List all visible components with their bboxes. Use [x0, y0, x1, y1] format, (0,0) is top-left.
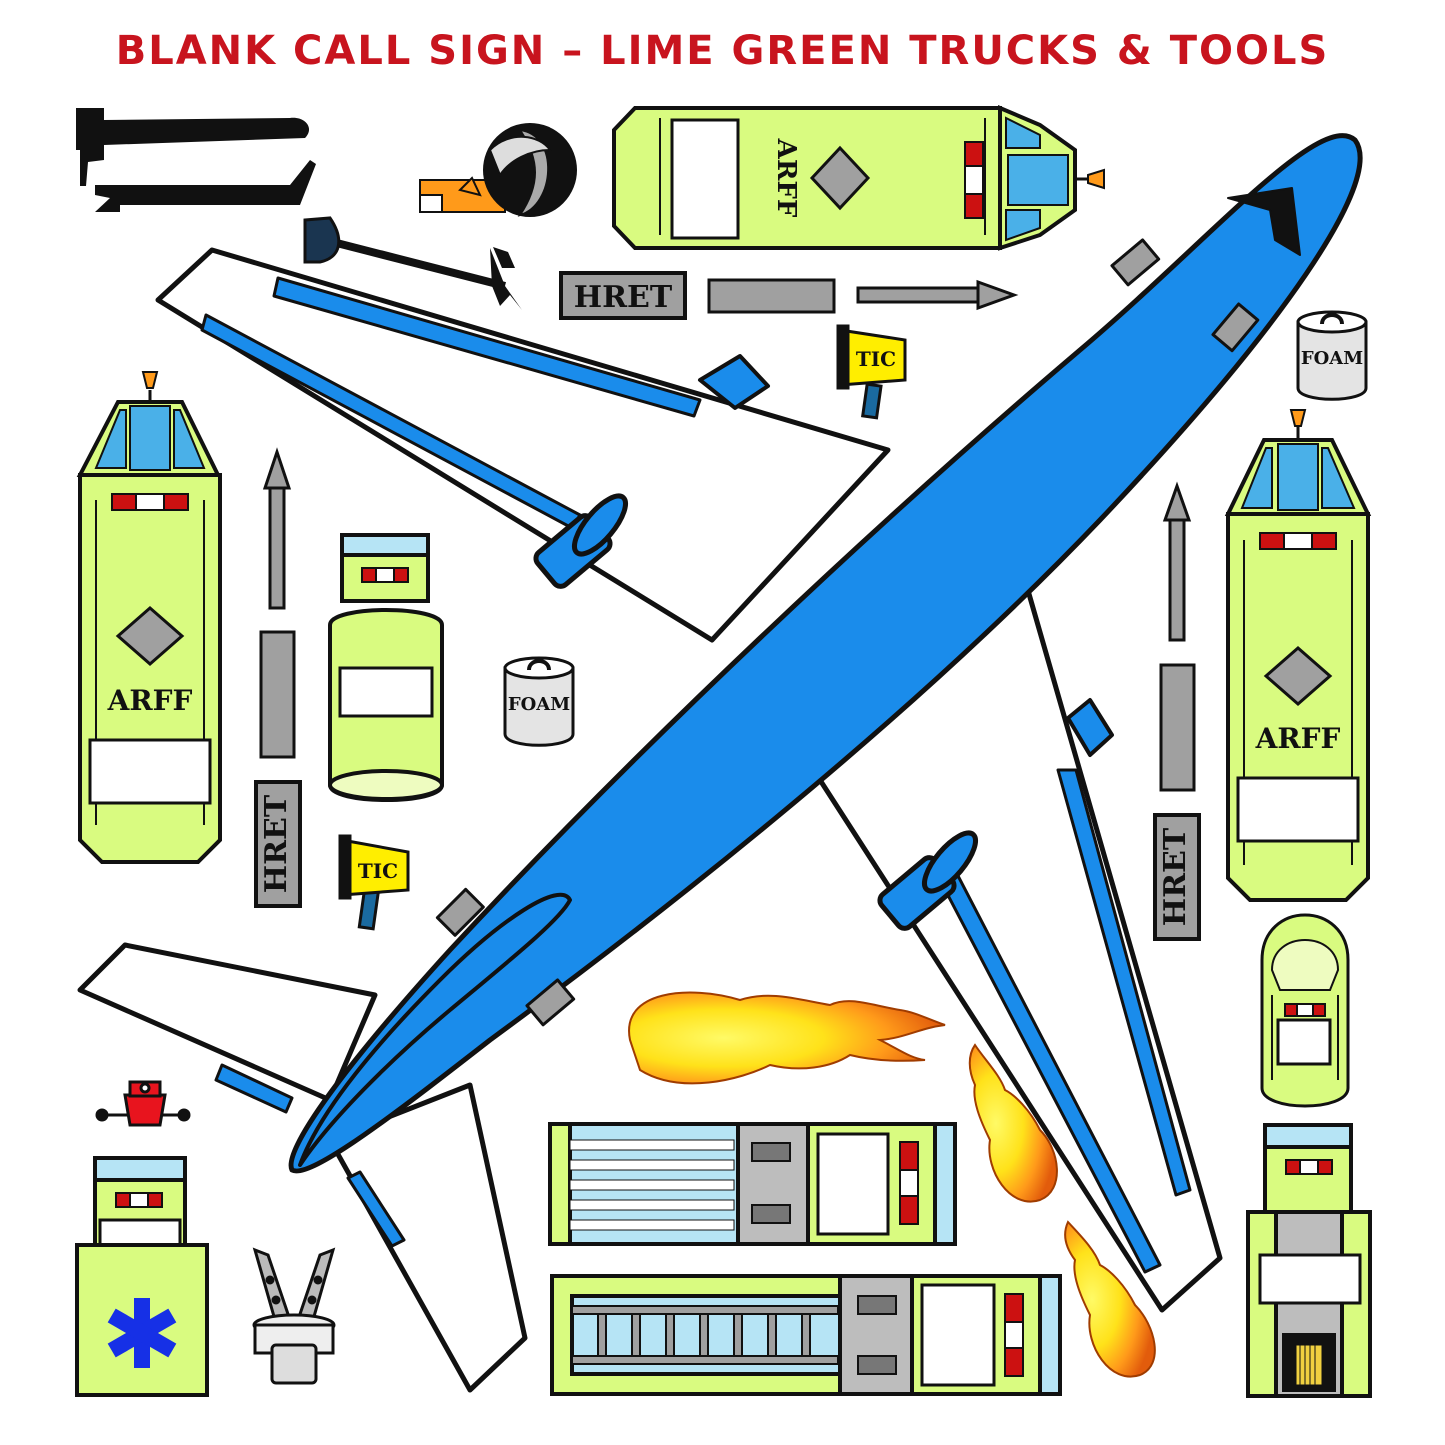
page-title: BLANK CALL SIGN – LIME GREEN TRUCKS & TO…: [115, 28, 1330, 74]
ambulance-icon[interactable]: [75, 1156, 209, 1397]
ladder-truck-upper[interactable]: [548, 1122, 957, 1246]
foam-bucket-icon[interactable]: FOAM: [503, 656, 575, 747]
hret-tool-top[interactable]: HRET: [559, 271, 687, 320]
arff-truck-right[interactable]: ARFF: [1224, 409, 1372, 902]
hret-label: HRET: [1158, 827, 1193, 926]
water-tender-icon[interactable]: [328, 533, 444, 802]
piercing-nozzle-right[interactable]: [1162, 481, 1192, 642]
thermal-camera-icon[interactable]: TIC: [338, 834, 410, 931]
pump-icon[interactable]: [95, 1080, 191, 1127]
thermal-camera-icon[interactable]: TIC: [836, 324, 907, 420]
tic-label: TIC: [358, 859, 398, 883]
arff-truck-left[interactable]: ARFF: [76, 371, 222, 864]
piercing-nozzle-icon[interactable]: [856, 279, 1019, 311]
rescue-saw-icon[interactable]: [419, 123, 577, 217]
foam-bucket-icon[interactable]: FOAM: [1296, 310, 1368, 401]
star-of-life-icon: [107, 1298, 177, 1368]
fire-icon[interactable]: [628, 991, 946, 1085]
hret-label: HRET: [259, 794, 294, 893]
arff-truck-top[interactable]: ARFF: [612, 104, 1105, 251]
arff-label: ARFF: [107, 684, 193, 717]
tool-bar-left[interactable]: [259, 630, 296, 759]
fire-icon[interactable]: [968, 1043, 1058, 1203]
arff-label: ARFF: [771, 138, 801, 218]
halligan-bar-icon[interactable]: [76, 108, 316, 212]
tool-bar-top[interactable]: [707, 278, 836, 314]
command-car-icon[interactable]: [1260, 913, 1350, 1108]
rescue-truck-icon[interactable]: [1246, 1123, 1372, 1398]
hret-label: HRET: [574, 280, 673, 315]
axe-icon[interactable]: [303, 216, 522, 310]
tool-bar-right[interactable]: [1159, 663, 1196, 792]
ladder-truck-lower[interactable]: [550, 1274, 1062, 1396]
jaws-of-life-icon[interactable]: [252, 1247, 336, 1385]
hret-tool-left[interactable]: HRET: [254, 780, 302, 908]
hret-tool-right[interactable]: HRET: [1153, 813, 1201, 941]
engine-upper: [533, 493, 629, 589]
tic-label: TIC: [856, 347, 896, 371]
foam-label: FOAM: [508, 694, 570, 715]
fire-icon[interactable]: [1064, 1220, 1156, 1378]
arff-label: ARFF: [1255, 722, 1341, 755]
piercing-nozzle-left[interactable]: [262, 447, 292, 610]
foam-label: FOAM: [1301, 348, 1363, 369]
aircraft-icon[interactable]: [77, 133, 1363, 1393]
engine-lower: [877, 830, 979, 931]
